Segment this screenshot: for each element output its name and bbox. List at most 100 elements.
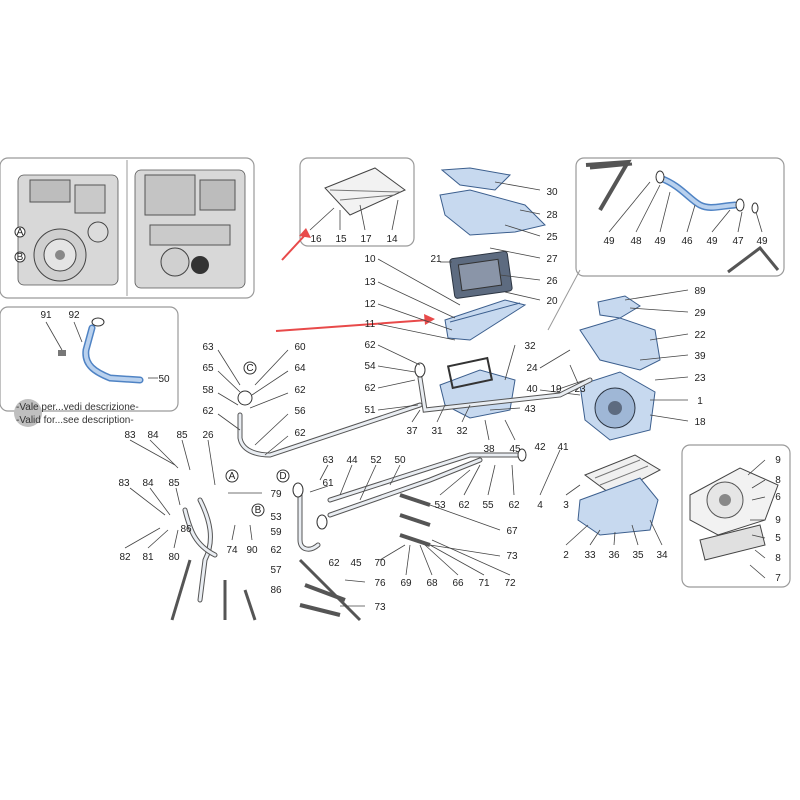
callout-16: 16 [310, 234, 322, 245]
fan-inset: 9 8 6 9 5 8 7 [681, 444, 791, 588]
callout-5: 5 [775, 533, 781, 544]
callout-60: 60 [294, 342, 306, 353]
callout-69: 69 [400, 578, 412, 589]
callout-28: 28 [546, 210, 558, 221]
callout-1: 1 [697, 396, 703, 407]
callout-58: 58 [202, 385, 214, 396]
lower-right-callouts: 4 3 2 33 36 35 34 [537, 500, 668, 561]
mid-stack-leaders [377, 344, 516, 441]
callout-2: 2 [563, 550, 569, 561]
callout-11: 11 [365, 319, 376, 330]
callout-73-b: 73 [374, 602, 386, 613]
callout-6: 6 [775, 492, 781, 503]
callout-40: 40 [526, 384, 538, 395]
callout-55: 55 [482, 500, 494, 511]
callout-19: 19 [550, 384, 562, 395]
hose-inset: 49 48 49 46 49 47 49 [575, 157, 785, 277]
callout-66: 66 [452, 578, 464, 589]
callout-74: 74 [226, 545, 238, 556]
lower-left-callouts: 83 84 85 26 83 84 85 86 79 82 81 80 74 9… [118, 430, 282, 596]
callout-31: 31 [431, 426, 443, 437]
callout-62-l1: 62 [294, 385, 306, 396]
lower-left-leaders [124, 439, 262, 549]
callout-10: 10 [364, 254, 376, 265]
pipe-network [170, 362, 593, 622]
callout-27: 27 [546, 254, 558, 265]
callout-32-a: 32 [524, 341, 536, 352]
callout-33: 33 [584, 550, 596, 561]
callout-56: 56 [294, 406, 306, 417]
callout-73-a: 73 [506, 551, 518, 562]
callout-65: 65 [202, 363, 214, 374]
ref-letter-markers: C A B D [225, 361, 290, 517]
upper-stack-parts [439, 167, 546, 341]
callout-46: 46 [681, 236, 693, 247]
callout-54: 54 [364, 361, 376, 372]
callout-91: 91 [40, 310, 52, 321]
callout-18: 18 [694, 417, 706, 428]
engine-inset: A B [0, 157, 255, 299]
callout-62-lm2: 62 [508, 500, 520, 511]
callout-26-b: 26 [202, 430, 214, 441]
callout-9-a: 9 [775, 455, 781, 466]
callout-79: 79 [270, 489, 282, 500]
callout-21: 21 [430, 254, 442, 265]
callout-83-a: 83 [124, 430, 136, 441]
callout-24: 24 [526, 363, 538, 374]
lower-right-parts [577, 454, 662, 536]
callout-49-c: 49 [706, 236, 718, 247]
upper-stack-callouts: 30 28 25 27 21 26 20 10 13 12 11 [364, 187, 558, 330]
callout-39: 39 [694, 351, 706, 362]
callout-29: 29 [694, 308, 706, 319]
right-upper-parts [439, 295, 661, 441]
callout-47: 47 [732, 236, 744, 247]
callout-67: 67 [506, 526, 518, 537]
callout-63-a: 63 [202, 342, 214, 353]
callout-26: 26 [546, 276, 558, 287]
ref-letter-d: D [279, 471, 286, 482]
callout-8-b: 8 [775, 553, 781, 564]
callout-64: 64 [294, 363, 306, 374]
callout-50-main: 50 [394, 455, 406, 466]
ref-letter-b-main: B [255, 505, 262, 516]
callout-30: 30 [546, 187, 558, 198]
callout-61: 61 [322, 478, 334, 489]
callout-68: 68 [426, 578, 438, 589]
callout-49-a: 49 [603, 236, 615, 247]
callout-44: 44 [346, 455, 358, 466]
lower-mid-leaders [309, 464, 515, 607]
callout-48: 48 [630, 236, 642, 247]
callout-57: 57 [270, 565, 282, 576]
upper-stack-leaders [377, 181, 541, 341]
lower-right-leaders [539, 449, 663, 546]
callout-14: 14 [386, 234, 398, 245]
callout-37: 37 [406, 426, 418, 437]
callout-70: 70 [374, 558, 386, 569]
right-upper-leaders [489, 289, 689, 422]
callout-13: 13 [364, 277, 376, 288]
callout-42: 42 [534, 442, 546, 453]
callout-22: 22 [694, 330, 706, 341]
callout-43: 43 [524, 404, 536, 415]
callout-83-b: 83 [118, 478, 130, 489]
lower-mid-callouts: 63 44 52 61 50 53 62 55 62 67 73 70 69 6… [322, 455, 520, 613]
callout-53-b: 53 [434, 500, 446, 511]
callout-62-lm1: 62 [458, 500, 470, 511]
callout-12: 12 [364, 299, 376, 310]
callout-9-b: 9 [775, 515, 781, 526]
note-italian: -Vale per...vedi descrizione- [16, 402, 139, 413]
left-mid-callouts: 63 60 65 64 58 62 62 56 62 [202, 342, 306, 439]
engine-front-drawing: A B [14, 174, 119, 286]
callout-4: 4 [537, 500, 543, 511]
callout-41: 41 [557, 442, 569, 453]
callout-49-b: 49 [654, 236, 666, 247]
callout-81: 81 [142, 552, 154, 563]
callout-52: 52 [370, 455, 382, 466]
callout-76: 76 [374, 578, 386, 589]
callout-36: 36 [608, 550, 620, 561]
callout-71: 71 [478, 578, 490, 589]
ref-letter-c: C [246, 363, 253, 374]
callout-92: 92 [68, 310, 80, 321]
callout-86-b: 86 [270, 585, 282, 596]
